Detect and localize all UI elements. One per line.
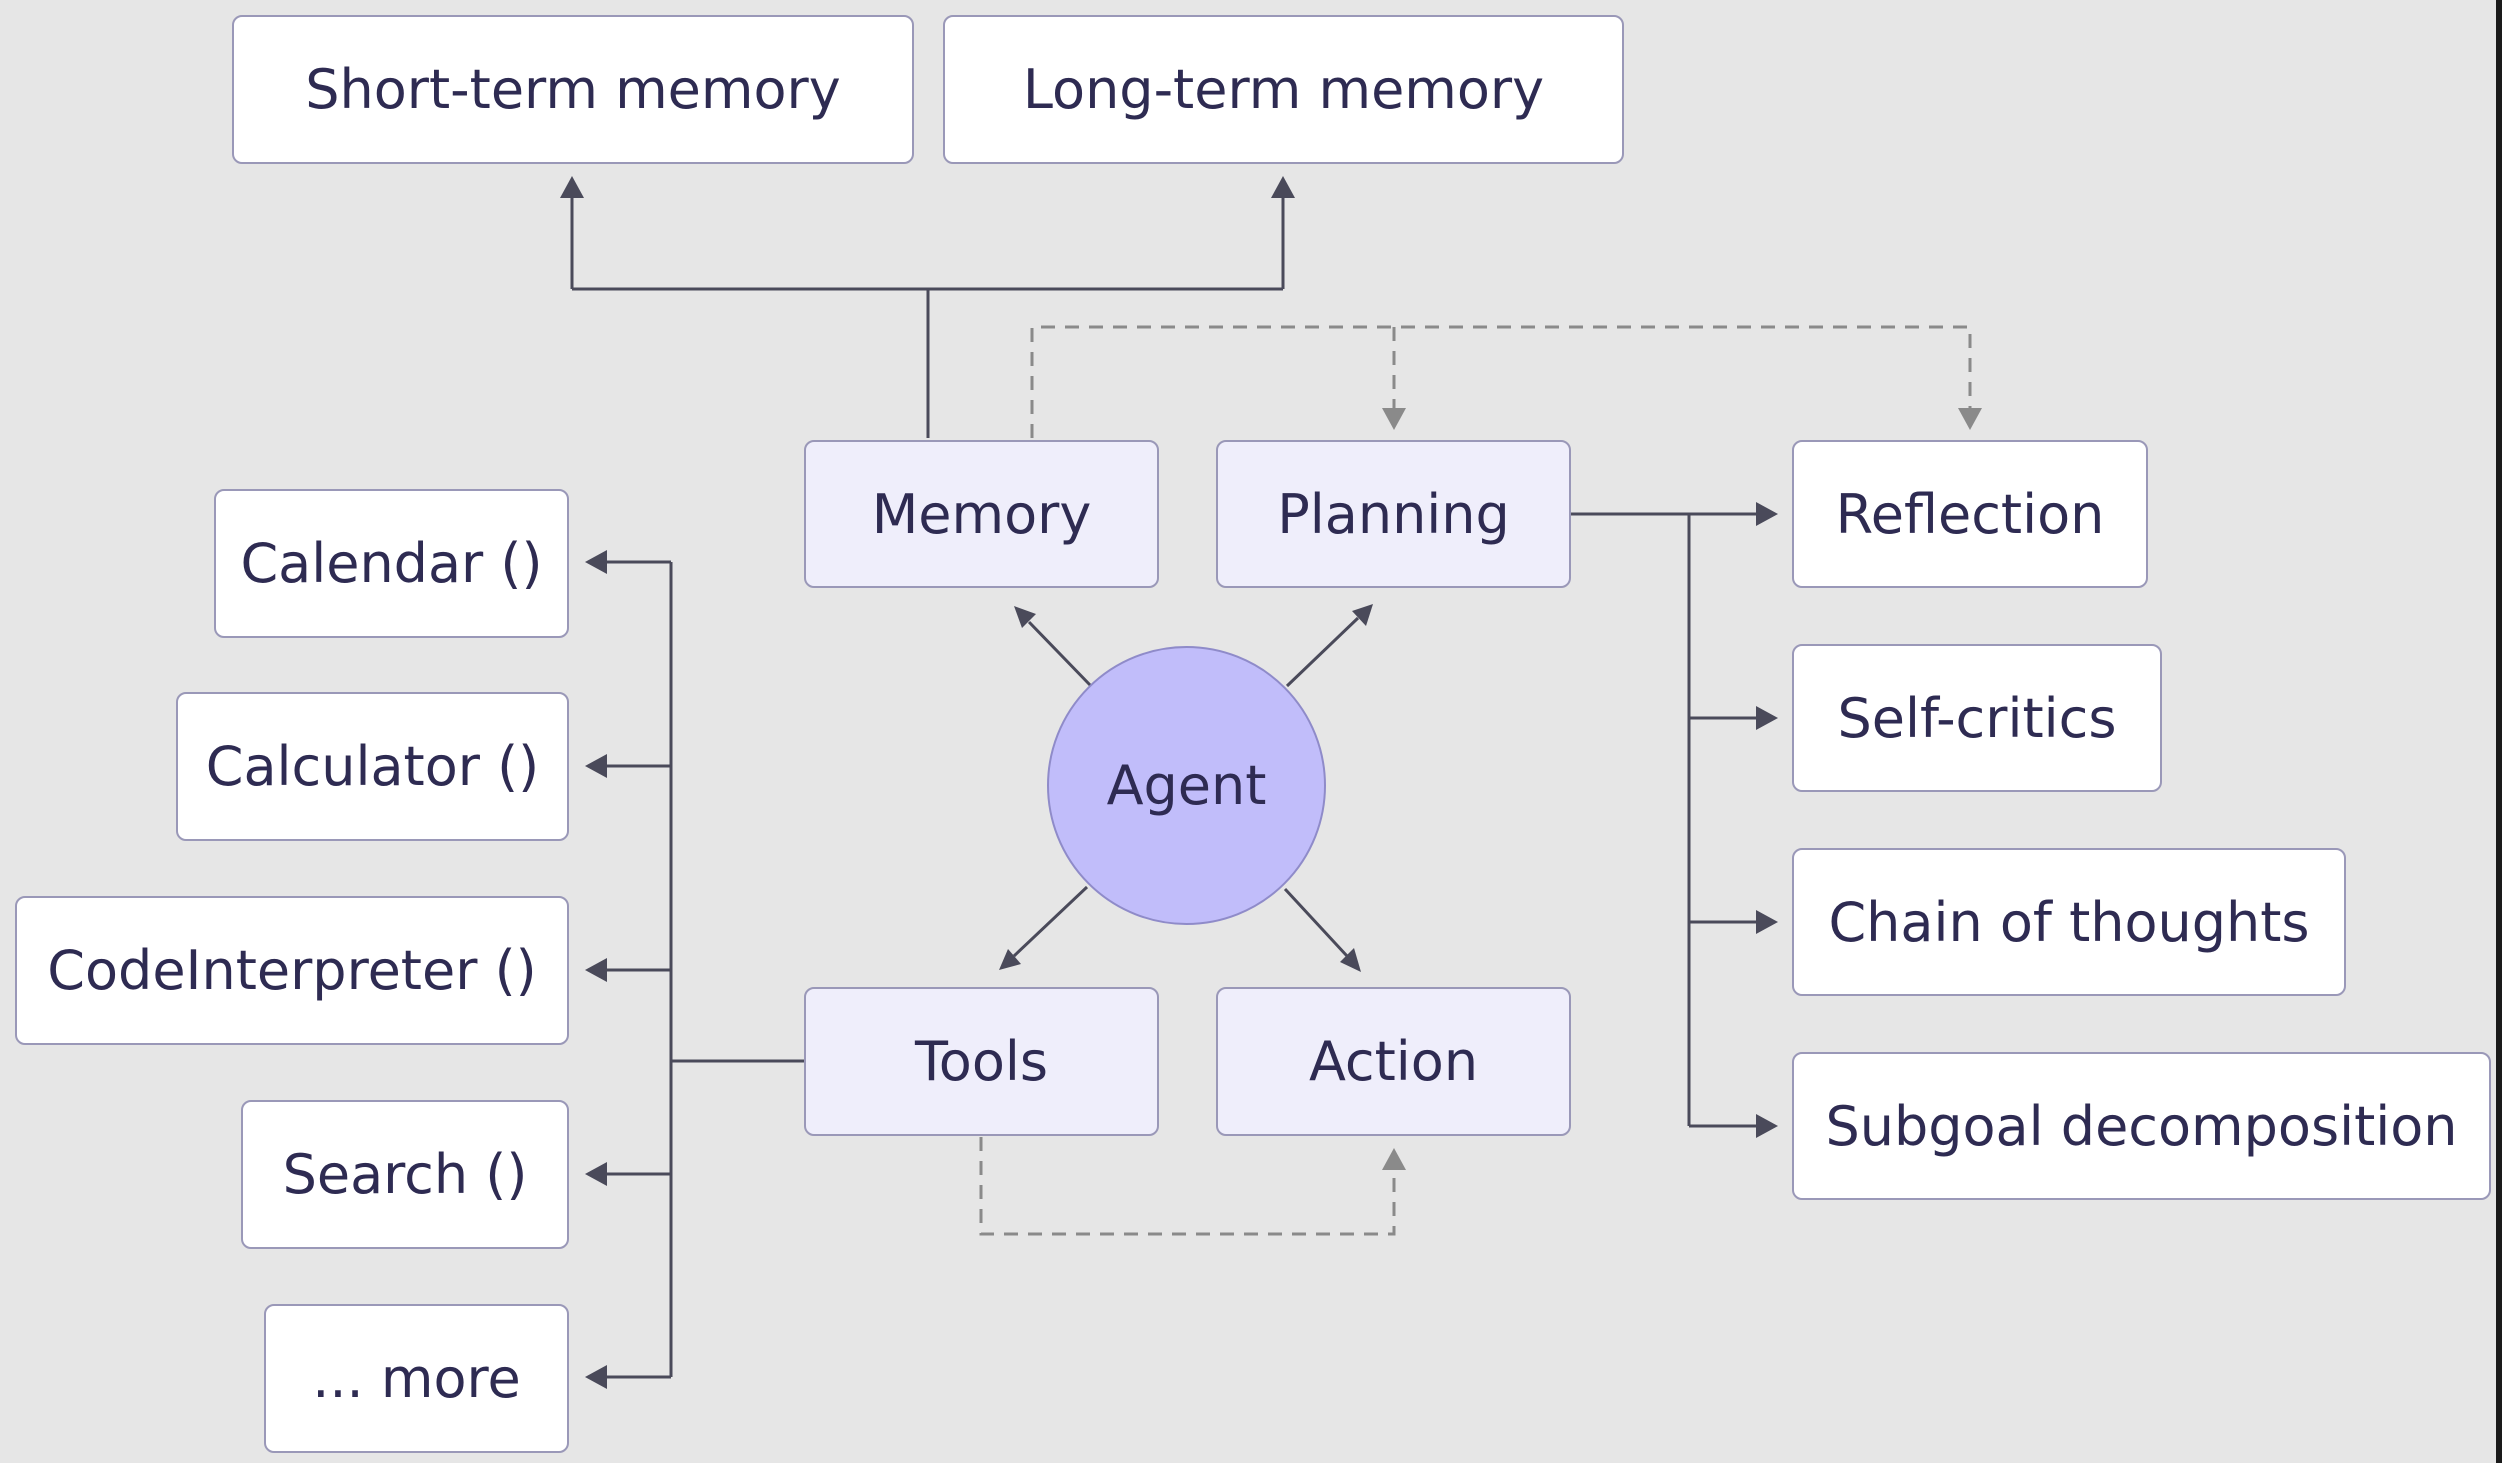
planning-method-subgoal-decomposition: Subgoal decomposition — [1792, 1052, 2491, 1200]
tools-module-label: Tools — [914, 1030, 1049, 1093]
planning-method-reflection: Reflection — [1792, 440, 2148, 588]
planning-method-label: Chain of thoughts — [1828, 890, 2310, 954]
tool-label: Calculator () — [205, 735, 540, 798]
tools-module-node: Tools — [804, 987, 1159, 1136]
planning-module-label: Planning — [1277, 482, 1510, 546]
memory-feedback-arrowheads — [1382, 408, 1982, 430]
memory-type-connectors — [570, 196, 1285, 438]
agent-label: Agent — [1106, 754, 1267, 817]
agent-radial-arrows — [1012, 616, 1360, 958]
tool-node-code-interpreter: CodeInterpreter () — [15, 896, 569, 1045]
tools-action-arrowhead — [1382, 1148, 1406, 1170]
memory-module-node: Memory — [804, 440, 1159, 588]
planning-method-self-critics: Self-critics — [1792, 644, 2162, 792]
tool-node-calendar: Calendar () — [214, 489, 569, 638]
planning-arrowheads — [1756, 502, 1778, 1138]
short-term-memory-label: Short-term memory — [305, 58, 841, 121]
memory-type-arrowheads — [560, 176, 1295, 198]
planning-method-chain-of-thoughts: Chain of thoughts — [1792, 848, 2346, 996]
short-term-memory-node: Short-term memory — [232, 15, 914, 164]
action-module-node: Action — [1216, 987, 1571, 1136]
long-term-memory-label: Long-term memory — [1022, 58, 1545, 121]
memory-feedback-dashed — [1030, 325, 1972, 438]
tool-node-search: Search () — [241, 1100, 569, 1249]
agent-node: Agent — [1047, 646, 1326, 925]
planning-module-node: Planning — [1216, 440, 1571, 588]
long-term-memory-node: Long-term memory — [943, 15, 1624, 164]
tool-connectors — [605, 560, 805, 1379]
tool-label: Calendar () — [240, 532, 543, 595]
planning-method-label: Reflection — [1835, 482, 2105, 546]
tools-action-dashed — [979, 1137, 1396, 1236]
tool-label: Search () — [282, 1143, 528, 1206]
agent-radial-arrowheads — [999, 604, 1373, 972]
memory-module-label: Memory — [871, 482, 1092, 546]
tool-node-more: ... more — [264, 1304, 569, 1453]
tool-label: CodeInterpreter () — [47, 939, 537, 1002]
tool-arrowheads — [585, 550, 607, 1389]
tool-node-calculator: Calculator () — [176, 692, 569, 841]
planning-method-label: Self-critics — [1837, 686, 2117, 750]
planning-method-label: Subgoal decomposition — [1825, 1094, 2458, 1158]
planning-connectors — [1570, 512, 1758, 1128]
action-module-label: Action — [1308, 1030, 1479, 1093]
tool-label: ... more — [312, 1347, 521, 1410]
